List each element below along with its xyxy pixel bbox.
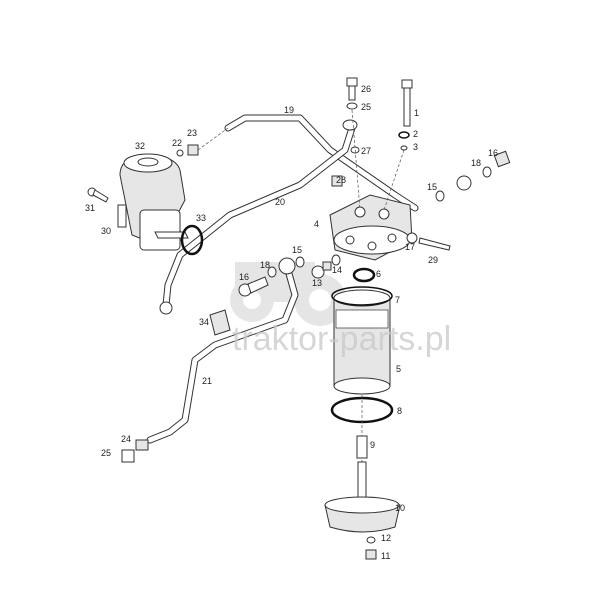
label-7: 7 [395,295,400,305]
label-19: 19 [284,105,294,115]
label-23: 23 [187,128,197,138]
pipe-21 [146,257,299,444]
label-16-right: 16 [488,148,498,158]
seal-7 [331,286,393,306]
label-24: 24 [121,434,131,444]
pipe-20 [159,119,358,315]
label-26: 26 [361,84,371,94]
bolt-16-right [482,150,511,178]
label-17: 17 [405,242,415,252]
label-12: 12 [381,533,391,543]
label-28: 28 [336,175,346,185]
label-15-right: 15 [427,182,437,192]
gasket-33 [180,224,204,256]
bolt-29 [406,232,451,251]
part-labels: 1 2 3 4 5 6 7 8 9 10 11 12 13 14 15 15 1… [85,84,498,561]
label-9: 9 [370,440,375,450]
banjo-15 [435,175,472,202]
bolt-31 [87,187,109,203]
bolt-16-left [238,266,277,297]
pipe-19 [224,114,419,212]
label-33: 33 [196,213,206,223]
label-21: 21 [202,376,212,386]
label-29: 29 [428,255,438,265]
label-4: 4 [314,219,319,229]
label-20: 20 [275,197,285,207]
label-11: 11 [381,551,390,561]
label-30: 30 [101,226,111,236]
label-3: 3 [413,142,418,152]
watermark-text: traktor-parts.pl [232,320,451,358]
label-31: 31 [85,203,95,213]
label-10: 10 [395,503,405,513]
washer-12 [366,536,376,544]
label-14: 14 [332,265,342,275]
label-18-right: 18 [471,158,481,168]
plug-13-14 [311,254,341,279]
label-2: 2 [413,129,418,139]
label-32: 32 [135,141,145,151]
fuel-lift-pump [117,153,189,251]
label-16-left: 16 [239,272,249,282]
clip-34 [209,309,231,336]
fitting-24-25 [121,439,149,463]
bolt-26 [346,77,358,110]
label-15-left: 15 [292,245,302,255]
washer-15 [295,256,305,268]
label-27: 27 [361,146,371,156]
label-25-left: 25 [101,448,111,458]
bolt-1 [398,79,413,151]
spacer-9 [356,435,368,459]
filter-cartridge-5 [331,286,393,395]
label-18-left: 18 [260,260,270,270]
label-5: 5 [396,364,401,374]
plug-28 [331,175,343,187]
label-1: 1 [414,108,419,118]
label-6: 6 [376,269,381,279]
label-34: 34 [199,317,209,327]
filter-head-4 [329,194,413,261]
label-13: 13 [312,278,322,288]
label-25-top: 25 [361,102,371,112]
label-8: 8 [397,406,402,416]
o-ring-6 [352,267,376,283]
drain-plug-11 [365,549,377,560]
label-22: 22 [172,138,182,148]
bowl-10 [324,461,401,533]
